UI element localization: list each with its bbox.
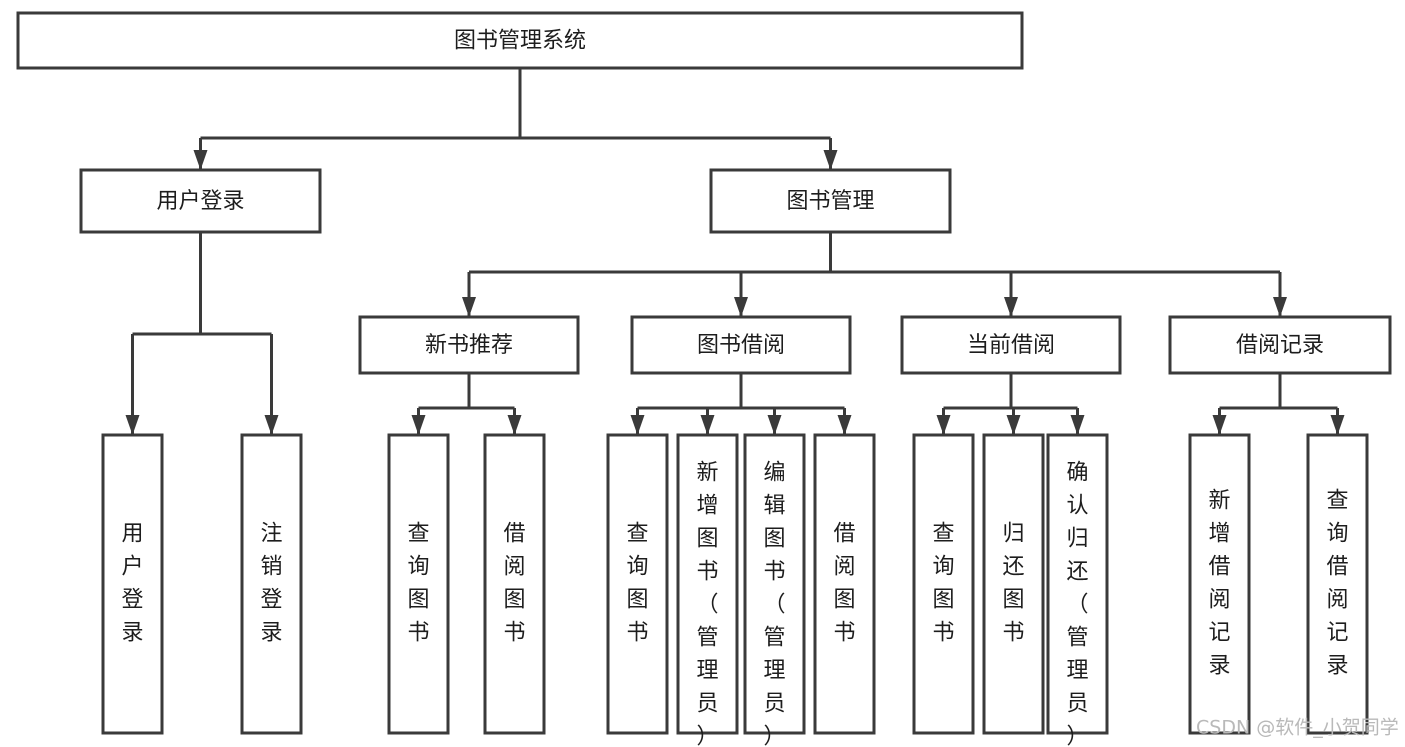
- node-box-leaf-add-record: [1188, 433, 1251, 735]
- node-box-current-borrow: [900, 315, 1122, 375]
- node-box-leaf-borrow-book-2: [813, 433, 876, 735]
- csdn-watermark: CSDN @软件_小贺同学: [1196, 717, 1399, 739]
- node-label-root: 图书管理系统: [454, 29, 586, 54]
- node-box-leaf-query-book-2: [606, 433, 669, 735]
- arrow-head-icon: [264, 415, 279, 435]
- node-leaf-edit-book[interactable]: 编辑图书（管理员）: [743, 433, 806, 747]
- arrow-head-icon: [1004, 297, 1018, 317]
- edge-group-book-manage: [462, 232, 1287, 317]
- node-box-leaf-user-login: [101, 433, 164, 735]
- arrow-head-icon: [507, 415, 522, 435]
- node-leaf-add-record[interactable]: 新增借阅记录: [1188, 433, 1251, 735]
- arrow-head-icon: [1273, 297, 1287, 317]
- node-box-user-login: [79, 168, 322, 234]
- arrow-head-icon: [1212, 415, 1227, 435]
- arrow-head-icon: [837, 415, 852, 435]
- node-leaf-return-book[interactable]: 归还图书: [982, 433, 1045, 735]
- node-leaf-query-book-1[interactable]: 查询图书: [387, 433, 450, 735]
- node-label-leaf-user-login: 用户登录: [121, 522, 143, 646]
- node-leaf-query-book-3[interactable]: 查询图书: [912, 433, 975, 735]
- node-box-leaf-logout: [240, 433, 303, 735]
- edge-group-current-borrow: [936, 373, 1085, 435]
- edge-group-book-borrow: [630, 373, 852, 435]
- node-borrow-record[interactable]: 借阅记录: [1168, 315, 1392, 375]
- arrow-head-icon: [193, 150, 208, 170]
- node-label-book-borrow: 图书借阅: [697, 333, 785, 358]
- arrow-head-icon: [700, 415, 715, 435]
- node-label-leaf-confirm-return: 确认归还（管理员）: [1066, 461, 1088, 747]
- node-new-book-recommend[interactable]: 新书推荐: [358, 315, 580, 375]
- edge-group-root: [193, 68, 838, 170]
- node-box-leaf-add-book: [676, 433, 739, 735]
- arrow-head-icon: [936, 415, 951, 435]
- node-leaf-add-book[interactable]: 新增图书（管理员）: [676, 433, 739, 747]
- node-label-leaf-borrow-book-1: 借阅图书: [503, 522, 525, 646]
- node-label-leaf-query-book-2: 查询图书: [626, 522, 648, 646]
- node-leaf-confirm-return[interactable]: 确认归还（管理员）: [1046, 433, 1109, 747]
- node-box-leaf-query-book-1: [387, 433, 450, 735]
- node-label-leaf-borrow-book-2: 借阅图书: [833, 522, 855, 646]
- node-label-leaf-query-book-3: 查询图书: [932, 522, 954, 646]
- node-box-book-borrow: [630, 315, 852, 375]
- node-root[interactable]: 图书管理系统: [16, 11, 1024, 70]
- node-box-borrow-record: [1168, 315, 1392, 375]
- node-leaf-user-login[interactable]: 用户登录: [101, 433, 164, 735]
- node-label-leaf-add-book: 新增图书（管理员）: [696, 461, 718, 747]
- node-label-book-manage: 图书管理: [786, 189, 874, 214]
- node-leaf-borrow-book-1[interactable]: 借阅图书: [483, 433, 546, 735]
- edge-group-borrow-record: [1212, 373, 1345, 435]
- node-label-leaf-logout: 注销登录: [260, 522, 282, 646]
- node-book-manage[interactable]: 图书管理: [709, 168, 952, 234]
- node-box-root: [16, 11, 1024, 70]
- node-label-leaf-query-record: 查询借阅记录: [1326, 489, 1348, 679]
- node-label-user-login: 用户登录: [156, 189, 244, 214]
- node-user-login[interactable]: 用户登录: [79, 168, 322, 234]
- arrow-head-icon: [734, 297, 748, 317]
- node-box-leaf-borrow-book-1: [483, 433, 546, 735]
- node-label-current-borrow: 当前借阅: [967, 333, 1055, 358]
- node-leaf-logout[interactable]: 注销登录: [240, 433, 303, 735]
- node-box-leaf-query-record: [1306, 433, 1369, 735]
- edges-layer: [125, 68, 1345, 435]
- edge-group-user-login: [125, 232, 279, 435]
- node-leaf-query-book-2[interactable]: 查询图书: [606, 433, 669, 735]
- node-current-borrow[interactable]: 当前借阅: [900, 315, 1122, 375]
- node-label-leaf-return-book: 归还图书: [1002, 522, 1024, 646]
- node-box-leaf-query-book-3: [912, 433, 975, 735]
- node-label-leaf-add-record: 新增借阅记录: [1208, 489, 1230, 679]
- node-label-leaf-query-book-1: 查询图书: [407, 522, 429, 646]
- edge-group-new-book-recommend: [411, 373, 522, 435]
- node-book-borrow[interactable]: 图书借阅: [630, 315, 852, 375]
- node-box-book-manage: [709, 168, 952, 234]
- arrow-head-icon: [767, 415, 782, 435]
- arrow-head-icon: [125, 415, 140, 435]
- arrow-head-icon: [1006, 415, 1021, 435]
- arrow-head-icon: [411, 415, 426, 435]
- node-box-new-book-recommend: [358, 315, 580, 375]
- node-leaf-query-record[interactable]: 查询借阅记录: [1306, 433, 1369, 735]
- arrow-head-icon: [1070, 415, 1085, 435]
- nodes-layer: 图书管理系统用户登录图书管理新书推荐图书借阅当前借阅借阅记录用户登录注销登录查询…: [16, 11, 1392, 747]
- node-box-leaf-confirm-return: [1046, 433, 1109, 735]
- node-label-leaf-edit-book: 编辑图书（管理员）: [763, 461, 785, 747]
- node-box-leaf-edit-book: [743, 433, 806, 735]
- node-label-borrow-record: 借阅记录: [1236, 333, 1324, 358]
- node-label-new-book-recommend: 新书推荐: [425, 333, 513, 358]
- node-leaf-borrow-book-2[interactable]: 借阅图书: [813, 433, 876, 735]
- arrow-head-icon: [823, 150, 838, 170]
- arrow-head-icon: [1330, 415, 1345, 435]
- node-box-leaf-return-book: [982, 433, 1045, 735]
- arrow-head-icon: [630, 415, 645, 435]
- arrow-head-icon: [462, 297, 476, 317]
